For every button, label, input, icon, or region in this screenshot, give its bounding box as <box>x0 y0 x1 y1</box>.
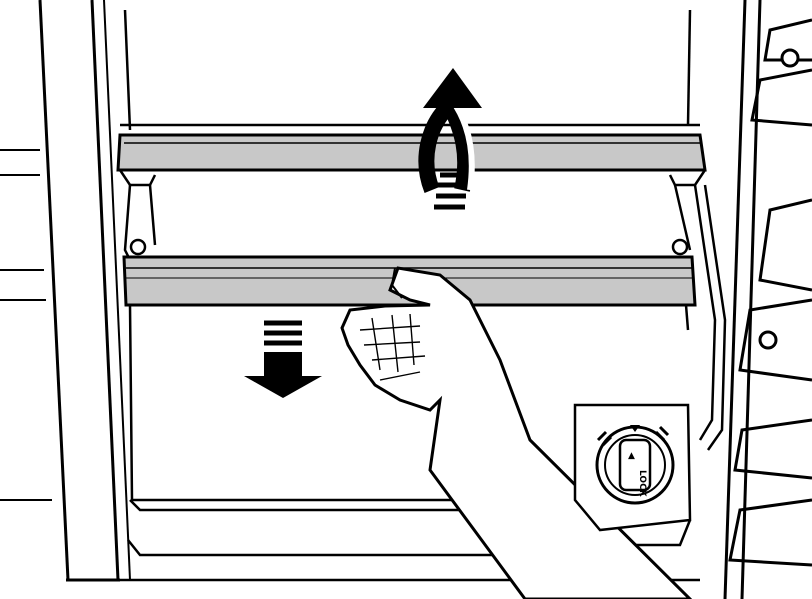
right-door <box>725 0 812 599</box>
upper-bar-fill <box>118 135 705 170</box>
upper-support-bar <box>118 125 705 185</box>
down-arrow-icon <box>244 323 322 398</box>
lock-symbol: ▲ <box>628 451 635 461</box>
humidity-dial: ▲ LOCK <box>575 405 690 530</box>
dial-lock-label: LOCK <box>637 470 647 498</box>
left-door-edge <box>0 0 130 580</box>
